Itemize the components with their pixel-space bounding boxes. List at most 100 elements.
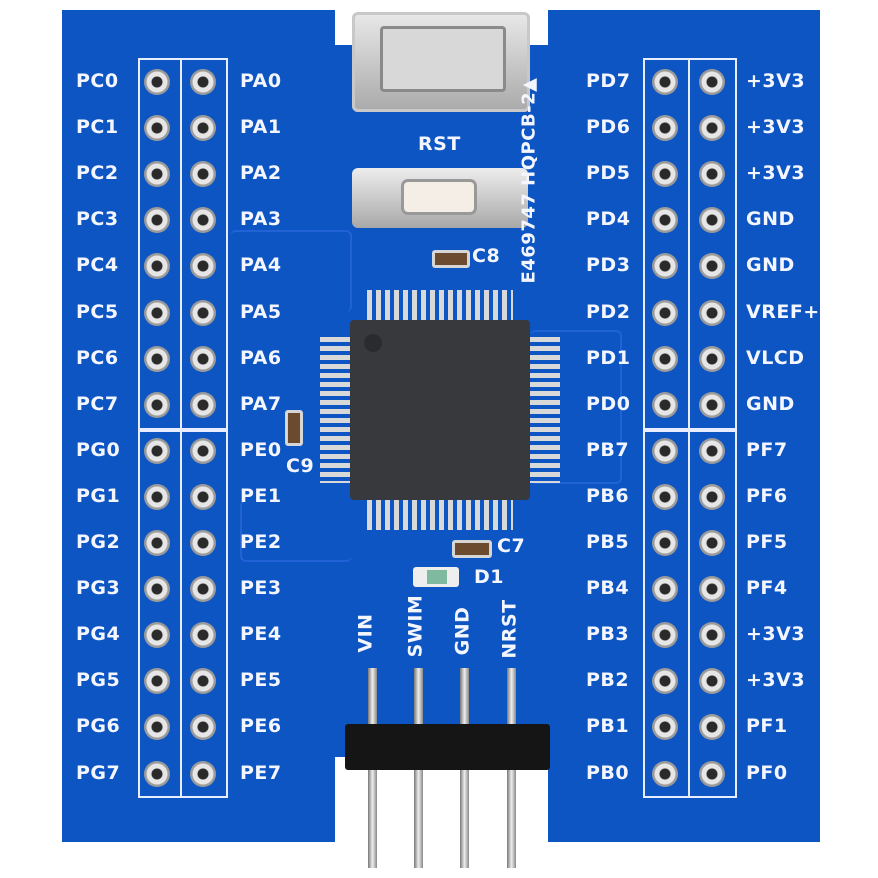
pin-hole[interactable] xyxy=(652,483,678,510)
pin-label-right-outer: PF0 xyxy=(746,761,788,784)
pin-hole[interactable] xyxy=(652,69,678,95)
pin-header-housing xyxy=(345,724,550,770)
pin-hole[interactable] xyxy=(144,530,170,556)
right-header-outline-bottom xyxy=(643,428,737,798)
pin-hole[interactable] xyxy=(699,622,725,649)
pin-hole[interactable] xyxy=(144,622,170,649)
pcb-trace xyxy=(230,230,352,312)
pin-label-left-outer: PG1 xyxy=(76,484,121,507)
pin-hole[interactable] xyxy=(190,299,216,326)
pin-hole[interactable] xyxy=(652,161,678,188)
pin-label-left-inner: PA5 xyxy=(240,300,282,323)
pin-hole[interactable] xyxy=(699,115,725,142)
pin-hole[interactable] xyxy=(144,299,170,326)
pin-hole[interactable] xyxy=(144,253,170,280)
pin-hole[interactable] xyxy=(652,115,678,142)
pin-hole[interactable] xyxy=(699,299,725,326)
left-header-outline-top xyxy=(138,58,228,432)
pin-hole[interactable] xyxy=(699,253,725,280)
pin-hole[interactable] xyxy=(190,161,216,188)
pin-label-right-inner: PD7 xyxy=(586,70,631,92)
pin-label-left-outer: PC4 xyxy=(76,254,119,277)
pin-hole[interactable] xyxy=(144,391,170,418)
pin-hole[interactable] xyxy=(190,622,216,649)
pin-hole[interactable] xyxy=(699,69,725,95)
pin-hole[interactable] xyxy=(699,668,725,695)
pin-label-left-outer: PC2 xyxy=(76,162,119,185)
pin-hole[interactable] xyxy=(699,714,725,741)
right-header-divider xyxy=(688,58,690,796)
pin-hole[interactable] xyxy=(190,207,216,234)
pin-label-left-outer: PC5 xyxy=(76,300,119,323)
pin-hole[interactable] xyxy=(190,530,216,556)
pin-label-right-inner: PB7 xyxy=(586,438,630,461)
pin-hole[interactable] xyxy=(190,115,216,142)
pin-hole[interactable] xyxy=(144,115,170,142)
pin-hole[interactable] xyxy=(144,483,170,510)
pin-hole[interactable] xyxy=(144,576,170,603)
pin-hole[interactable] xyxy=(190,391,216,418)
reset-button[interactable] xyxy=(352,168,528,228)
pin-hole[interactable] xyxy=(699,760,725,787)
pin-hole[interactable] xyxy=(699,437,725,464)
pin-hole[interactable] xyxy=(190,437,216,464)
pin-hole[interactable] xyxy=(652,437,678,464)
pin-hole[interactable] xyxy=(144,345,170,372)
pin-hole[interactable] xyxy=(190,69,216,95)
pin-hole[interactable] xyxy=(699,530,725,556)
pin-label-right-outer: +3V3 xyxy=(746,116,806,139)
pin-hole[interactable] xyxy=(144,668,170,695)
pin-label-right-inner: PD2 xyxy=(586,300,631,323)
pin-hole[interactable] xyxy=(190,253,216,280)
capacitor-c9 xyxy=(285,410,303,446)
pin-hole[interactable] xyxy=(699,207,725,234)
pin-hole[interactable] xyxy=(652,530,678,556)
pin-hole[interactable] xyxy=(699,576,725,603)
pin-hole[interactable] xyxy=(190,668,216,695)
board-model-text: E469747 HQPCB-2▲ xyxy=(518,77,540,284)
pin-label-left-inner: PE3 xyxy=(240,577,282,600)
chip-pins-bottom xyxy=(367,498,513,530)
pin-label-left-inner: PA0 xyxy=(240,70,282,92)
pin-hole[interactable] xyxy=(190,760,216,787)
rst-label: RST xyxy=(418,133,461,155)
pin-hole[interactable] xyxy=(190,576,216,603)
pin-label-right-outer: GND xyxy=(746,392,795,415)
pin-label-left-inner: PE6 xyxy=(240,715,282,738)
pin-hole[interactable] xyxy=(652,345,678,372)
pin-hole[interactable] xyxy=(190,345,216,372)
pin-hole[interactable] xyxy=(652,714,678,741)
pin-hole[interactable] xyxy=(652,391,678,418)
pin-label-right-inner: PB1 xyxy=(586,715,630,738)
pin-hole[interactable] xyxy=(699,483,725,510)
pin-hole[interactable] xyxy=(144,207,170,234)
pin-hole[interactable] xyxy=(699,391,725,418)
pin-hole[interactable] xyxy=(144,714,170,741)
pin-hole[interactable] xyxy=(144,760,170,787)
pin-hole[interactable] xyxy=(699,345,725,372)
pin-label-right-inner: PB4 xyxy=(586,577,630,600)
pin-hole[interactable] xyxy=(652,576,678,603)
pin-hole[interactable] xyxy=(699,161,725,188)
pin-hole[interactable] xyxy=(190,483,216,510)
pin-label-left-inner: PA7 xyxy=(240,392,282,415)
left-header-outline-bottom xyxy=(138,428,228,798)
pin-label-right-inner: PD0 xyxy=(586,392,631,415)
pin-hole[interactable] xyxy=(190,714,216,741)
capacitor-c8 xyxy=(432,250,470,268)
pin-label-left-outer: PG6 xyxy=(76,715,121,738)
chip-pins-top xyxy=(367,290,513,322)
pin-hole[interactable] xyxy=(144,437,170,464)
pin-label-right-inner: PB0 xyxy=(586,761,630,784)
pin-hole[interactable] xyxy=(652,668,678,695)
pin-hole[interactable] xyxy=(144,69,170,95)
pin-hole[interactable] xyxy=(652,207,678,234)
pin-label-left-outer: PC7 xyxy=(76,392,119,415)
pin-hole[interactable] xyxy=(144,161,170,188)
micro-usb-connector[interactable] xyxy=(352,12,530,112)
pin-hole[interactable] xyxy=(652,760,678,787)
pin-hole[interactable] xyxy=(652,622,678,649)
pin-hole[interactable] xyxy=(652,299,678,326)
pin-hole[interactable] xyxy=(652,253,678,280)
pin-label-right-outer: +3V3 xyxy=(746,162,806,185)
